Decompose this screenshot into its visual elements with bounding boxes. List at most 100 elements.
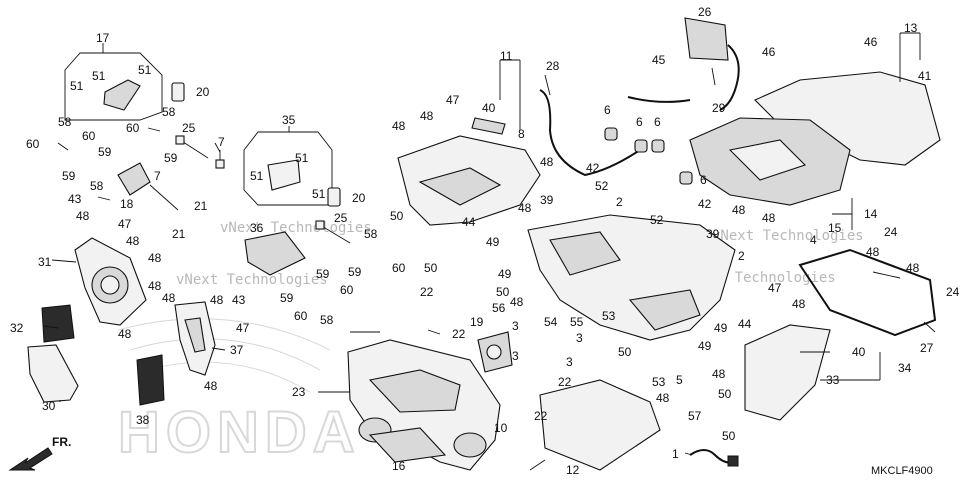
callout-59: 59	[348, 265, 362, 279]
main-trunk-case-9	[527, 214, 736, 341]
callout-49: 49	[714, 321, 728, 335]
bracket-36	[244, 159, 306, 276]
module-26	[684, 17, 740, 111]
callout-58: 58	[162, 105, 176, 119]
trunk-floor-23	[347, 339, 501, 471]
diagram-code: MKCLF4900	[871, 465, 933, 477]
callout-42: 42	[586, 161, 600, 175]
callout-58: 58	[320, 313, 334, 327]
callout-48: 48	[392, 119, 406, 133]
callout-14: 14	[864, 207, 878, 221]
callout-3: 3	[566, 355, 573, 369]
callout-51: 51	[70, 79, 84, 93]
callout-16: 16	[392, 459, 406, 473]
cable-29	[627, 96, 691, 103]
front-direction-arrow: FR.	[8, 435, 71, 471]
callout-48: 48	[762, 211, 776, 225]
mat-16	[368, 427, 447, 463]
callout-6: 6	[654, 115, 661, 129]
brand-watermark: HONDA	[118, 400, 361, 465]
callout-47: 47	[768, 281, 782, 295]
callout-60: 60	[126, 121, 140, 135]
callout-32: 32	[10, 321, 24, 335]
cushion-6d	[679, 171, 693, 185]
callout-48: 48	[866, 245, 880, 259]
cushion-6b	[634, 139, 648, 153]
mount-bracket-17	[103, 79, 141, 111]
callout-50: 50	[718, 387, 732, 401]
cushion-20a	[171, 82, 185, 102]
callout-12: 12	[566, 463, 580, 477]
callout-48: 48	[126, 234, 140, 248]
callout-47: 47	[446, 93, 460, 107]
callout-48: 48	[906, 261, 920, 275]
callout-50: 50	[722, 429, 736, 443]
callout-33: 33	[826, 373, 840, 387]
callout-60: 60	[294, 309, 308, 323]
callout-45: 45	[652, 53, 666, 67]
grille-38	[136, 354, 165, 406]
assembly-17-box	[64, 43, 163, 121]
callout-1: 1	[672, 447, 679, 461]
callout-50: 50	[390, 209, 404, 223]
callout-56: 56	[492, 301, 506, 315]
callout-22: 22	[534, 409, 548, 423]
callout-54: 54	[544, 315, 558, 329]
callout-46: 46	[864, 35, 878, 49]
callout-53: 53	[602, 309, 616, 323]
callout-labels: 17 51 51 51 20 58 60 59 60 59 58 58 60 2…	[10, 5, 960, 477]
callout-41: 41	[918, 69, 932, 83]
callout-23: 23	[292, 385, 306, 399]
callout-36: 36	[250, 221, 264, 235]
callout-6: 6	[604, 103, 611, 117]
callout-38: 38	[136, 413, 150, 427]
callout-48: 48	[732, 203, 746, 217]
callout-18: 18	[120, 197, 134, 211]
callout-10: 10	[494, 421, 508, 435]
callout-60: 60	[340, 283, 354, 297]
callout-48: 48	[162, 291, 176, 305]
callout-37: 37	[230, 343, 244, 357]
callout-22: 22	[452, 327, 466, 341]
callout-42: 42	[698, 197, 712, 211]
callout-28: 28	[546, 59, 560, 73]
callout-58: 58	[58, 115, 72, 129]
callout-48: 48	[420, 109, 434, 123]
watermark-text-2: vNext Technologies	[176, 272, 328, 288]
callout-50: 50	[424, 261, 438, 275]
callout-49: 49	[698, 339, 712, 353]
callout-60: 60	[82, 129, 96, 143]
callout-24: 24	[884, 225, 898, 239]
panel-12	[539, 379, 661, 471]
callout-43: 43	[232, 293, 246, 307]
callout-15: 15	[828, 221, 842, 235]
callout-30: 30	[42, 399, 56, 413]
callout-48: 48	[656, 391, 670, 405]
callout-6: 6	[636, 115, 643, 129]
callout-5: 5	[676, 373, 683, 387]
inner-cover-31	[74, 237, 147, 326]
cushion-20b	[327, 187, 341, 207]
stay-18	[117, 162, 179, 211]
cushion-6a	[604, 127, 618, 141]
callout-59: 59	[316, 267, 330, 281]
callout-48: 48	[712, 367, 726, 381]
callout-59: 59	[98, 145, 112, 159]
front-label: FR.	[52, 435, 71, 449]
callout-51: 51	[92, 69, 106, 83]
side-cover-33	[744, 324, 831, 421]
callout-39: 39	[706, 227, 720, 241]
callout-25: 25	[182, 121, 196, 135]
callout-20: 20	[196, 85, 210, 99]
callout-58: 58	[364, 227, 378, 241]
callout-40: 40	[482, 101, 496, 115]
callout-60: 60	[392, 261, 406, 275]
callout-21: 21	[194, 199, 208, 213]
callout-50: 50	[618, 345, 632, 359]
grille-32	[41, 304, 75, 343]
callout-3: 3	[512, 319, 519, 333]
callout-47: 47	[236, 321, 250, 335]
callout-21: 21	[172, 227, 186, 241]
seal-27	[798, 248, 937, 337]
callout-48: 48	[148, 251, 162, 265]
